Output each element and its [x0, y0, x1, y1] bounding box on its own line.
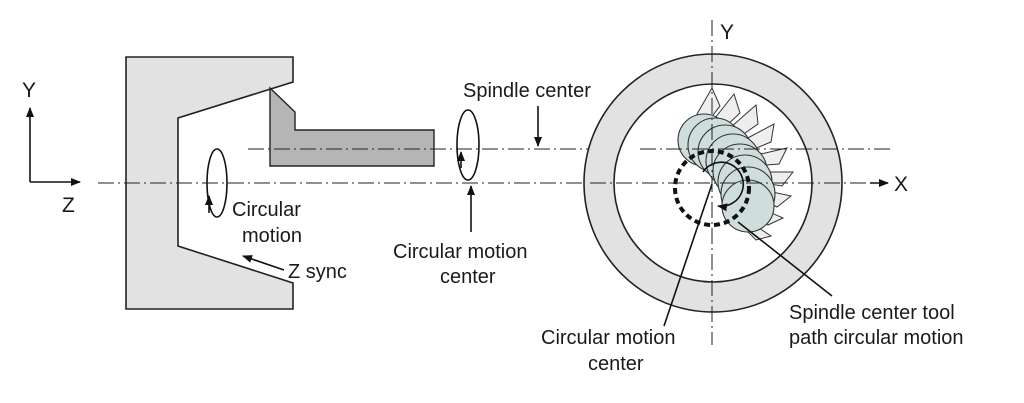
right-x-axis-label: X — [894, 173, 908, 196]
workpiece-body — [125, 56, 294, 310]
cm-center-right-leader — [663, 183, 713, 327]
circular-motion-label-1: Circular — [232, 199, 301, 221]
cm-center-right-label-2: center — [588, 353, 644, 375]
spindle-center-label: Spindle center — [463, 80, 591, 102]
circular-motion-label-2: motion — [242, 225, 302, 247]
cm-center-mid-label-2: center — [440, 266, 496, 288]
z-sync-label: Z sync — [288, 261, 347, 283]
tool-path-label-1: Spindle center tool — [789, 302, 955, 324]
z-sync-arrow — [242, 255, 285, 271]
circular-motion-left — [205, 148, 228, 218]
tool-path-label-2: path circular motion — [789, 327, 964, 349]
tool-path-leader — [737, 221, 833, 297]
circular-motion-middle — [456, 109, 480, 181]
cm-center-mid-label-1: Circular motion — [393, 241, 527, 263]
circular-motion-arc — [702, 161, 745, 212]
left-axes: Y Z — [22, 79, 81, 217]
left-y-axis-label: Y — [22, 79, 36, 102]
right-y-axis-label: Y — [720, 21, 734, 44]
left-z-axis-label: Z — [62, 194, 75, 217]
cm-center-right-label-1: Circular motion — [541, 327, 675, 349]
tool-bar — [269, 86, 435, 167]
end-view: X Y — [583, 20, 908, 345]
